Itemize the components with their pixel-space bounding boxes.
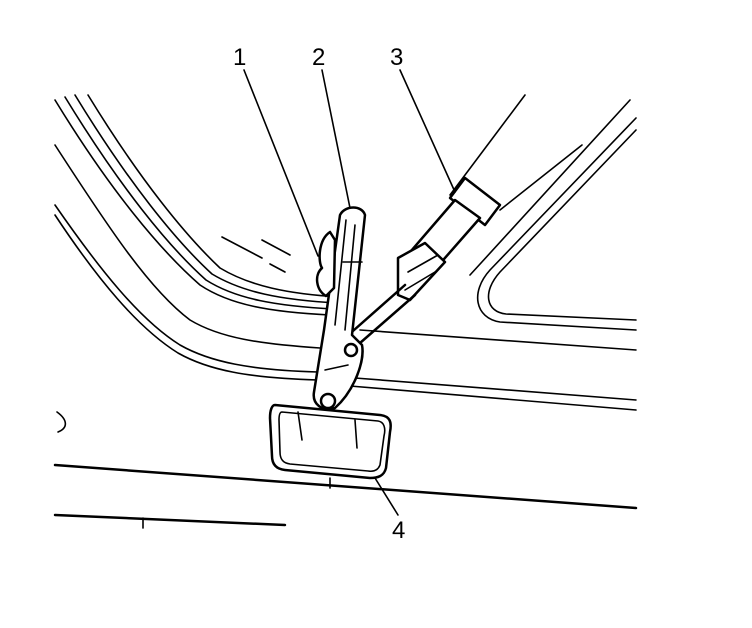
leader-line-3 xyxy=(399,69,456,193)
leader-line-4 xyxy=(374,477,399,516)
right-window-lines xyxy=(349,94,637,411)
support-strut xyxy=(343,176,502,352)
leader-line-2 xyxy=(321,69,351,209)
leader-line-1 xyxy=(243,69,319,257)
body-panel-lines xyxy=(53,411,638,529)
window-frame-lines xyxy=(54,94,341,381)
leader-lines xyxy=(243,69,456,516)
mounting-base xyxy=(268,403,392,489)
callout-2: 2 xyxy=(312,44,325,71)
latch-arm xyxy=(312,206,367,411)
callout-4: 4 xyxy=(392,517,405,544)
callout-1: 1 xyxy=(233,44,246,71)
callout-3: 3 xyxy=(390,44,403,71)
